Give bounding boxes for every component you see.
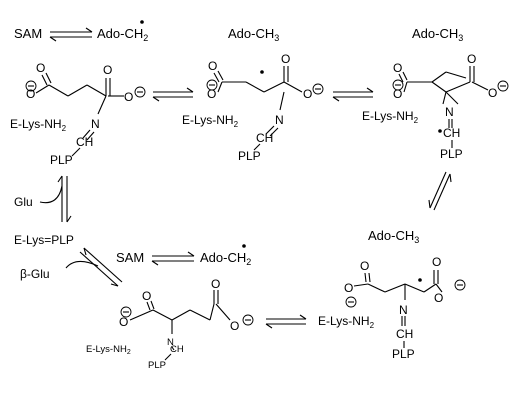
plp-label: PLP	[440, 147, 463, 161]
oxygen-atom: O	[281, 52, 290, 66]
equilibrium-arrow-3-4	[428, 171, 452, 211]
ado-radical-label: Ado-CH2	[97, 26, 148, 43]
elys-nh2-label: E-Lys-NH2	[182, 113, 239, 129]
oxygen-atom: O	[432, 255, 441, 269]
elys-nh2-label: E-Lys-NH2	[362, 109, 419, 125]
equilibrium-arrow-1-2	[152, 87, 194, 102]
radical-dot	[242, 244, 246, 248]
product-radical-structure: Ado-CH3 O O O O N E-Lys-NH2 CH PLP	[318, 228, 466, 361]
oxygen-atom: O	[393, 61, 402, 75]
aziridinyl-radical-structure: Ado-CH3 O O O O N E-Lys-NH2 CH PLP	[362, 26, 509, 161]
plp-label: PLP	[392, 347, 415, 361]
ch-group: CH	[76, 135, 93, 149]
glutamate-aldimine-structure: O O O O N E-Lys-NH2 CH PLP	[10, 61, 146, 167]
beta-glu-label: β-Glu	[20, 267, 50, 281]
elys-nh2-label: E-Lys-NH2	[318, 314, 375, 330]
equilibrium-arrow-2-3	[332, 87, 374, 102]
nitrogen-atom: N	[167, 337, 174, 348]
plp-label: PLP	[238, 149, 261, 163]
nitrogen-atom: N	[275, 113, 284, 127]
plp-exchange-pathway: Glu E-Lys=PLP β-Glu	[14, 175, 123, 287]
oxygen-atom: O	[208, 59, 217, 73]
ch-group: CH	[170, 344, 184, 355]
ado-methyl-label: Ado-CH3	[412, 26, 463, 43]
oxygen-atom: O	[26, 87, 35, 101]
sam-regeneration-equilibrium: SAM Ado-CH2	[116, 244, 251, 267]
sam-label: SAM	[14, 26, 42, 41]
oxygen-atom: O	[393, 87, 402, 101]
beta-glu-release-curved-arrow	[65, 260, 99, 269]
radical-dot	[260, 70, 264, 74]
glutamyl-radical-structure: Ado-CH3 O O O O N E-Lys-NH2 CH PLP	[182, 26, 324, 163]
sam-label: SAM	[116, 250, 144, 265]
oxygen-atom: O	[211, 277, 220, 291]
elys-nh2-label: E-Lys-NH2	[86, 344, 131, 356]
oxygen-atom: O	[36, 61, 45, 75]
oxygen-atom: O	[142, 289, 151, 303]
ch-group: CH	[256, 131, 273, 145]
ado-methyl-label: Ado-CH3	[368, 228, 419, 245]
oxygen-atom: O	[360, 259, 369, 273]
oxygen-atom: O	[434, 291, 443, 305]
plp-label: PLP	[148, 360, 166, 371]
oxygen-atom: O	[230, 319, 239, 333]
radical-dot	[418, 278, 422, 282]
sam-cleavage-equilibrium: SAM Ado-CH2	[14, 20, 148, 43]
oxygen-atom: O	[303, 87, 312, 101]
nitrogen-atom: N	[91, 117, 100, 131]
beta-glutamate-aldimine-structure: O O O O N E-Lys-NH2 CH PLP	[86, 277, 254, 371]
ado-methyl-label: Ado-CH3	[228, 26, 279, 43]
radical-dot	[140, 20, 144, 24]
oxygen-atom: O	[488, 86, 497, 100]
glu-label: Glu	[14, 195, 33, 209]
oxygen-atom: O	[103, 63, 112, 77]
oxygen-atom: O	[467, 52, 476, 66]
elys-nh2-label: E-Lys-NH2	[10, 117, 67, 133]
ch-group: CH	[443, 126, 460, 140]
oxygen-atom: O	[344, 281, 353, 295]
equilibrium-arrow-4-5	[265, 314, 307, 329]
glu-entry-curved-arrow	[39, 185, 63, 204]
elys-plp-label: E-Lys=PLP	[14, 233, 74, 247]
radical-dot	[438, 129, 442, 133]
nitrogen-atom: N	[445, 105, 454, 119]
oxygen-atom: O	[207, 87, 216, 101]
oxygen-atom: O	[119, 315, 128, 329]
equilibrium-arrow-sam-ado	[49, 27, 93, 42]
nitrogen-atom: N	[399, 303, 408, 317]
plp-label: PLP	[50, 153, 73, 167]
ado-radical-label: Ado-CH2	[200, 250, 251, 267]
ch-group: CH	[396, 327, 413, 341]
oxygen-atom: O	[124, 90, 133, 104]
